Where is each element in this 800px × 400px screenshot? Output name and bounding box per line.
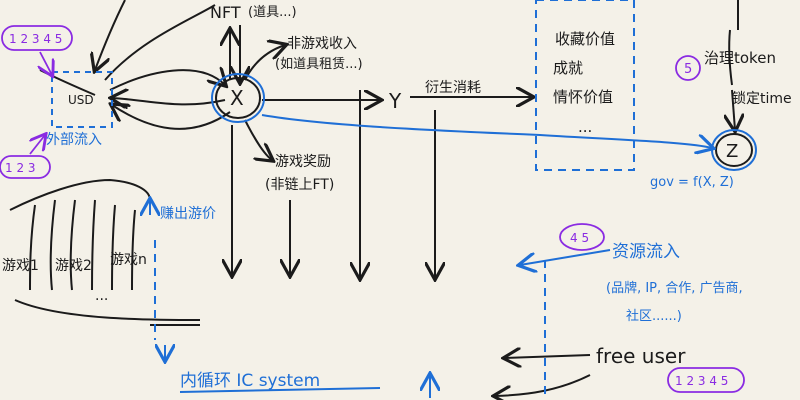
battle-level: 赚出游价 xyxy=(160,206,216,222)
resource-examples: (品牌, IP, 合作, 广告商, xyxy=(606,280,743,296)
badge-gov: 5 xyxy=(684,62,692,77)
resource-inflow: 资源流入 xyxy=(612,242,680,262)
y-note: 衍生消耗 xyxy=(425,80,481,96)
badge-left-mid: 1 2 3 xyxy=(5,161,36,175)
stake-time: 锁定time xyxy=(732,91,792,107)
node-free-user: free user xyxy=(596,344,686,368)
node-x: X xyxy=(230,86,244,110)
game-ellipsis: ... xyxy=(95,288,108,304)
purple-marks xyxy=(0,25,745,393)
value-item-1: 成就 xyxy=(553,59,583,77)
blue-lines xyxy=(51,0,757,400)
non-game-income-example: (如道具租赁...) xyxy=(275,56,363,72)
external-inflow: 外部流入 xyxy=(46,132,102,148)
resource-examples-2: 社区......) xyxy=(626,308,682,324)
node-y: Y xyxy=(388,89,402,113)
node-nft-note: (道具...) xyxy=(248,5,297,20)
inner-loop: 内循环 IC system xyxy=(180,371,320,391)
badge-top-left: 1 2 3 4 5 xyxy=(9,32,62,46)
ink-lines xyxy=(9,0,738,396)
value-item-2: 情怀价值 xyxy=(553,88,613,106)
node-usd: USD xyxy=(68,93,94,107)
reward-note: (非链上FT) xyxy=(265,177,334,193)
gov-formula: gov = f(X, Z) xyxy=(650,175,734,190)
value-ellipsis: ... xyxy=(578,118,592,136)
reward-label: 游戏奖励 xyxy=(275,153,331,170)
non-game-income: 非游戏收入 xyxy=(287,36,357,52)
node-nft: NFT xyxy=(210,3,241,22)
badge-free-user: 1 2 3 4 5 xyxy=(675,374,728,388)
game-stage-n: 游戏n xyxy=(110,252,147,268)
game-stage-1: 游戏1 xyxy=(2,258,39,274)
badge-resource: 4 5 xyxy=(570,231,589,245)
gov-token: 治理token xyxy=(704,49,776,67)
x-circle xyxy=(215,77,261,119)
game-stage-2: 游戏2 xyxy=(55,258,92,274)
node-z: Z xyxy=(726,141,738,162)
value-item-0: 收藏价值 xyxy=(555,30,615,48)
